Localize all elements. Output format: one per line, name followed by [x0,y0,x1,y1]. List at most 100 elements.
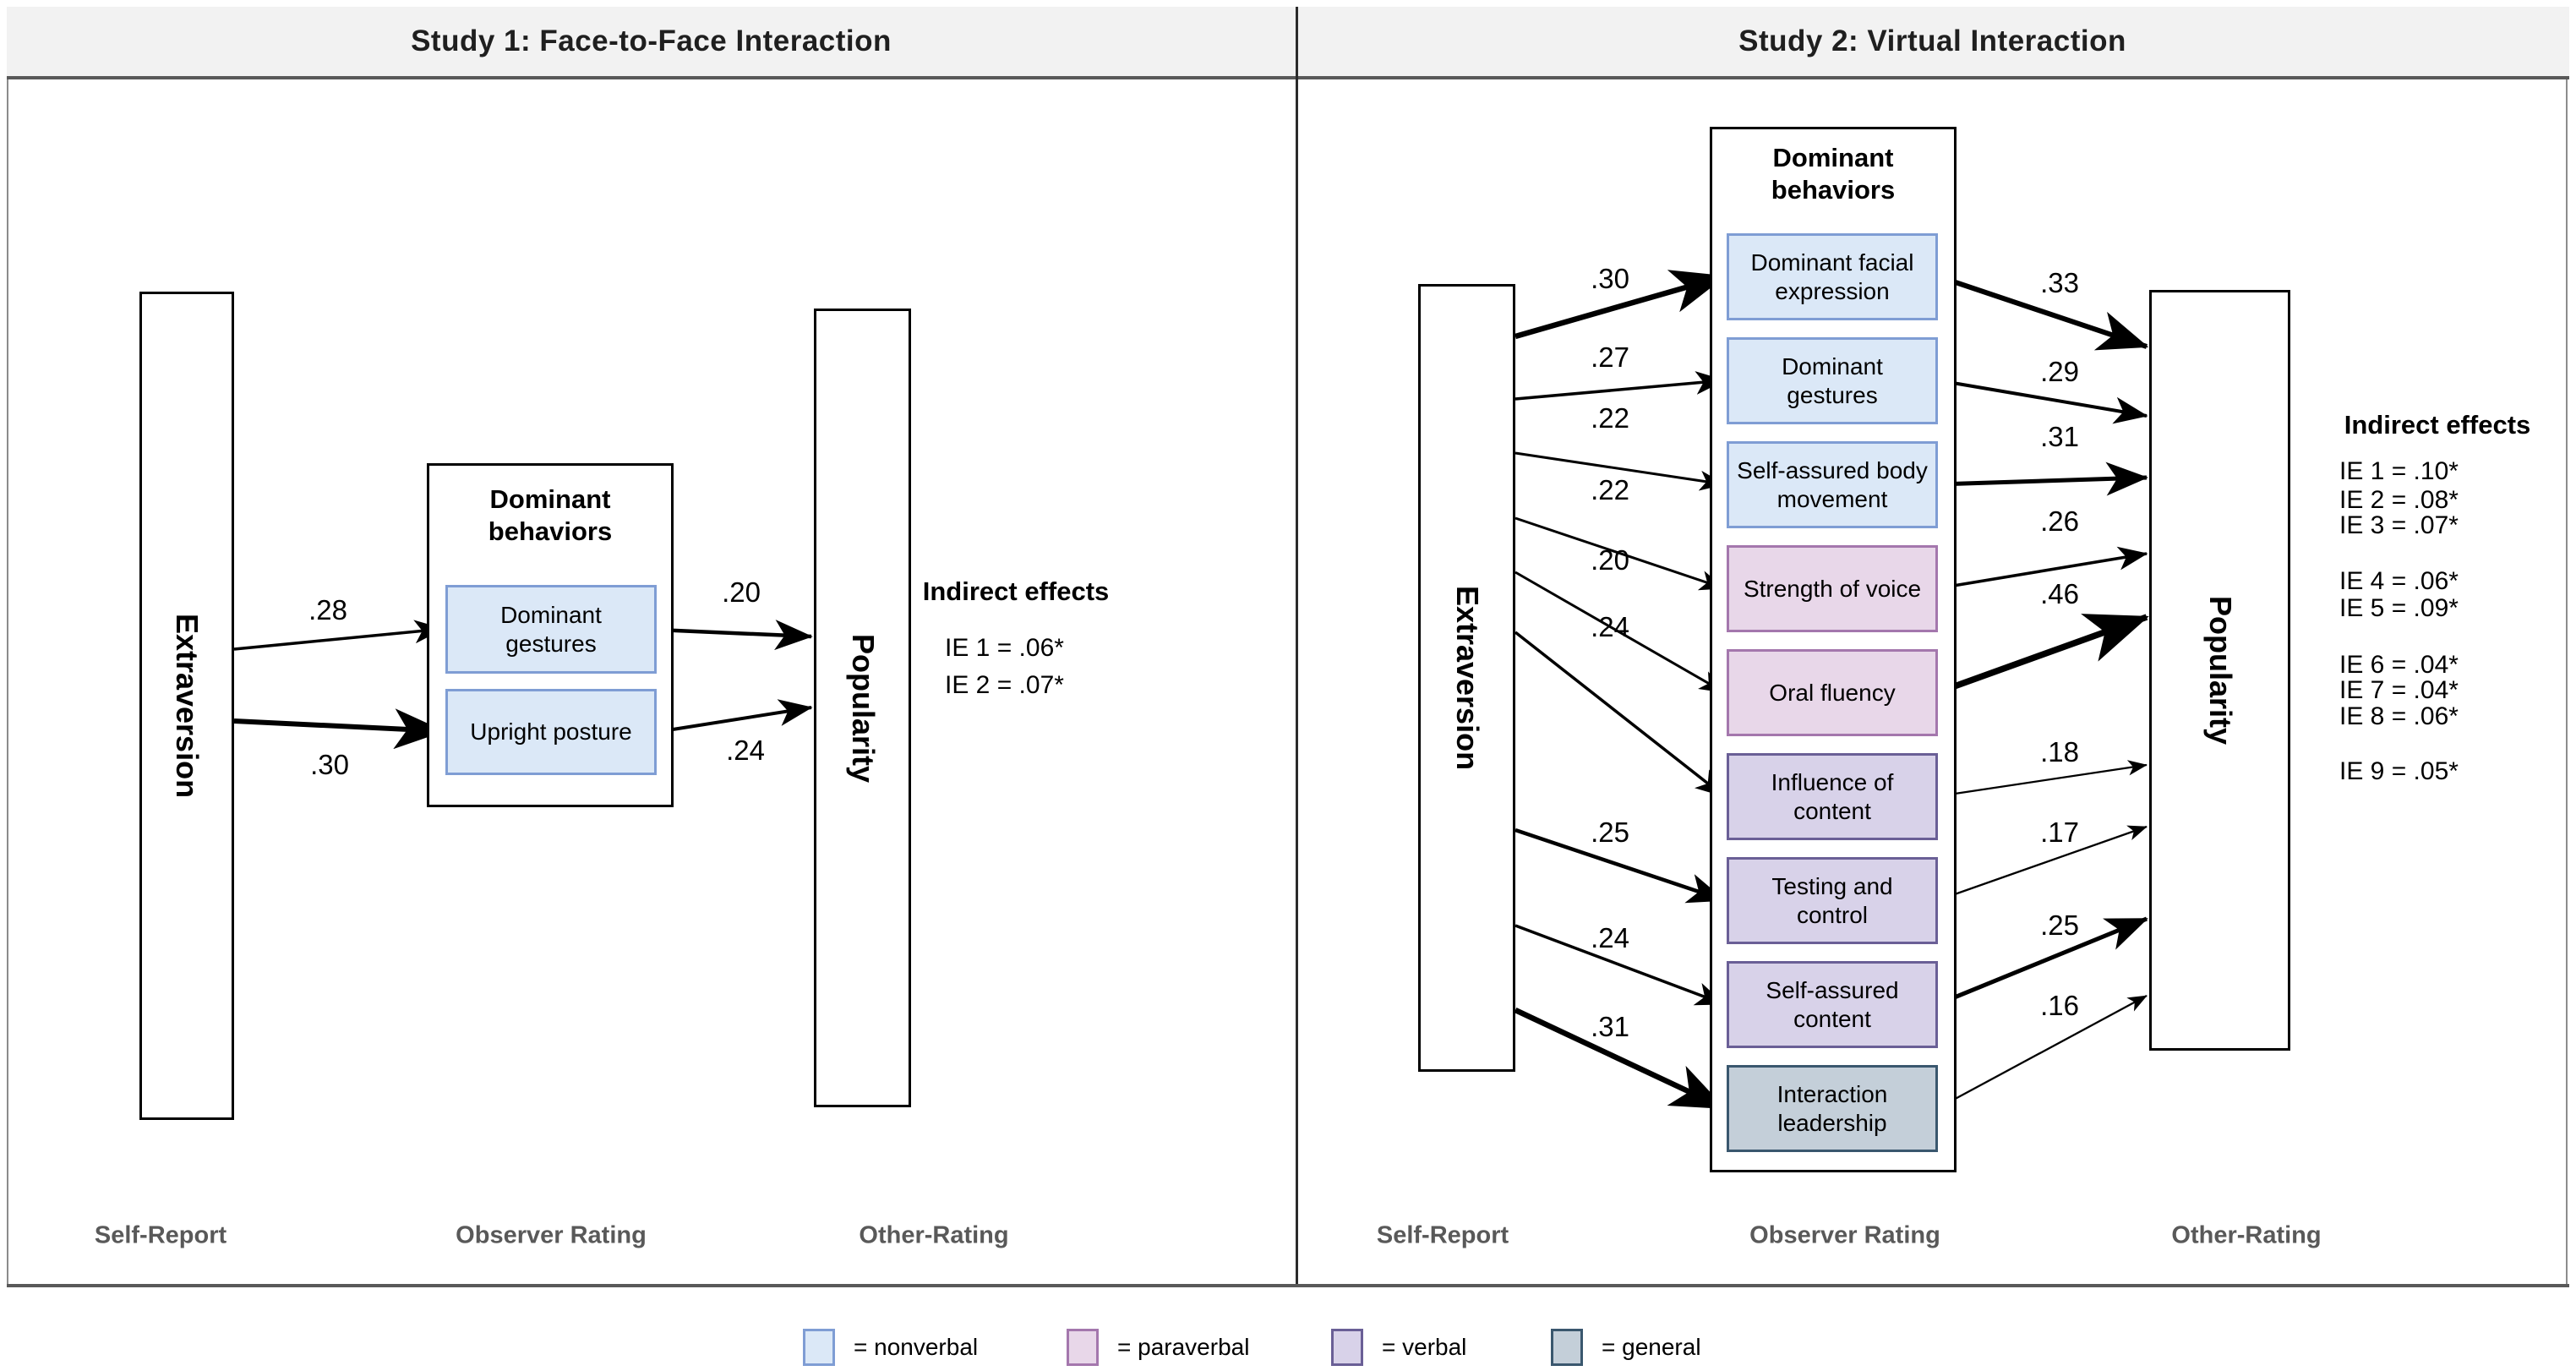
indirect-effect-item: IE 4 = .06* [2339,567,2459,595]
legend-item: = general [1551,1329,1701,1366]
path-arrow-out [656,620,813,651]
path-arrow-out [1937,825,2148,902]
mediator-box: Oral fluency [1727,649,1938,736]
path-coefficient: .31 [2040,421,2079,452]
path-coefficient: .17 [2040,817,2079,848]
path-coefficient: .28 [308,594,347,625]
rating-source-label: Observer Rating [1749,1221,1940,1249]
path-arrow-in [1514,1008,1727,1111]
panel-divider [1296,7,1298,1287]
path-coefficient: .18 [2040,736,2079,767]
rating-source-label: Other-Rating [2171,1221,2322,1249]
general-legend-swatch [1551,1329,1583,1366]
path-coefficient: .25 [1591,817,1629,848]
mediator-group-title: Dominant behaviors [1771,143,1896,205]
indirect-effect-item: IE 9 = .05* [2339,757,2459,785]
indirect-effect-item: IE 6 = .04* [2339,651,2459,679]
path-arrow-in [1514,924,1726,1006]
path-coefficient: .24 [1591,611,1629,642]
path-coefficient: .25 [2040,909,2079,941]
mediator-box: Dominant gestures [1727,337,1938,424]
path-coefficient: .20 [1591,544,1629,576]
path-coefficient: .46 [2040,578,2079,609]
path-coefficient: .30 [310,749,349,780]
indirect-effect-item: IE 7 = .04* [2339,676,2459,704]
legend-item: = nonverbal [803,1329,978,1366]
path-arrow-in [1514,828,1726,904]
mediator-box: Testing and control [1727,857,1938,944]
indirect-effects-title: Indirect effects [2344,410,2531,440]
legend-label: = nonverbal [854,1334,979,1360]
path-arrow-in [1514,631,1726,798]
path-arrow-out [1937,274,2149,351]
path-coefficient: .16 [2040,990,2079,1021]
mediator-box: Strength of voice [1727,545,1938,632]
path-arrow-in [1514,371,1726,401]
predictor-box [139,292,234,1120]
path-coefficient: .22 [1591,402,1629,434]
path-coefficient: .26 [2040,505,2079,537]
panel-bottom-border [7,1284,2569,1287]
study2-header: Study 2: Virtual Interaction [1296,7,2569,76]
path-arrow-out [1937,916,2148,1007]
mediator-box: Dominant gestures [445,585,657,674]
outcome-box [814,309,911,1107]
mediator-box: Interaction leadership [1727,1065,1938,1152]
legend-label: = verbal [1382,1334,1467,1360]
path-arrow-out [1937,994,2148,1110]
path-arrow-out [656,699,813,734]
path-arrow-out [1937,546,2148,590]
mediator-group-title: Dominant behaviors [488,484,613,546]
path-coefficient: .29 [2040,356,2079,387]
path-coefficient: .24 [1591,922,1629,953]
predictor-label: Extraversion [170,613,205,799]
legend-label: = general [1602,1334,1701,1360]
path-coefficient: .24 [726,735,765,766]
path-arrow-out [1937,462,2148,496]
indirect-effect-item: IE 5 = .09* [2339,594,2459,622]
path-arrow-in [233,708,445,750]
mediator-box: Dominant facial expression [1727,233,1938,320]
header-separator [7,76,2569,79]
path-coefficient: .27 [1591,341,1629,373]
path-arrow-in [1514,516,1726,591]
path-coefficient: .30 [1591,263,1629,294]
indirect-effect-item: IE 1 = .06* [945,634,1064,662]
mediator-box: Influence of content [1727,753,1938,840]
rating-source-label: Observer Rating [456,1221,647,1249]
mediator-box: Self-assured content [1727,961,1938,1048]
legend-label: = paraverbal [1117,1334,1250,1360]
path-arrow-in [233,620,445,651]
indirect-effect-item: IE 3 = .07* [2339,511,2459,539]
outcome-box [2149,290,2290,1051]
legend-item: = paraverbal [1067,1329,1249,1366]
study1-header: Study 1: Face-to-Face Interaction [7,7,1296,76]
outcome-label: Popularity [2202,595,2238,746]
mediator-box: Upright posture [445,689,657,775]
path-coefficient: .31 [1591,1011,1629,1042]
path-arrow-in [1514,270,1727,340]
predictor-box [1418,284,1515,1072]
mediator-box: Self-assured body movement [1727,441,1938,528]
study2-panel-title: Study 2: Virtual Interaction [1738,25,2126,57]
rating-source-label: Self-Report [94,1221,227,1249]
indirect-effect-item: IE 2 = .07* [945,671,1064,699]
verbal-legend-swatch [1331,1329,1363,1366]
legend-item: = verbal [1331,1329,1466,1366]
indirect-effect-item: IE 8 = .06* [2339,702,2459,730]
outcome-label: Popularity [845,633,881,783]
rating-source-label: Other-Rating [859,1221,1009,1249]
path-arrow-out [1936,614,2149,696]
path-arrow-out [1937,379,2148,424]
paraverbal-legend-swatch [1067,1329,1099,1366]
path-arrow-out [1937,760,2148,798]
study1-panel-title: Study 1: Face-to-Face Interaction [411,25,892,57]
path-coefficient: .22 [1591,474,1629,505]
indirect-effects-title: Indirect effects [922,576,1110,606]
nonverbal-legend-swatch [803,1329,835,1366]
predictor-label: Extraversion [1449,585,1485,771]
indirect-effect-item: IE 1 = .10* [2339,457,2459,485]
path-arrow-in [1514,451,1726,491]
